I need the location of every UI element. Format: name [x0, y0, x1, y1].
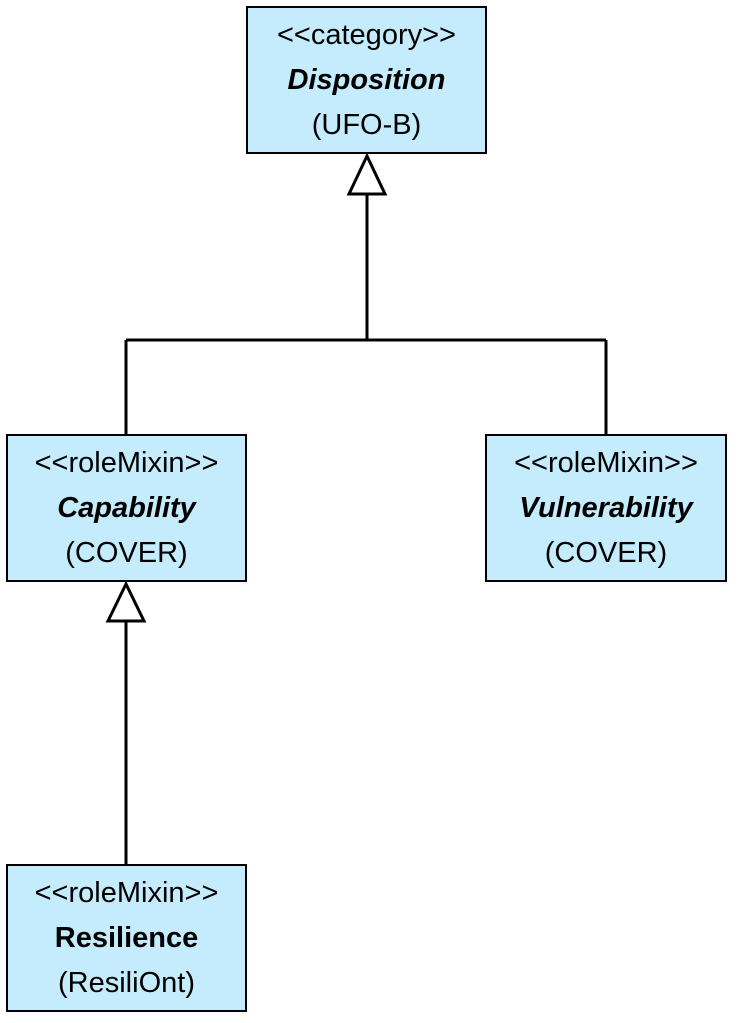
stereotype-label: <<category>>	[277, 18, 456, 51]
class-name: Disposition	[287, 63, 446, 96]
class-name: Capability	[57, 491, 196, 524]
class-box-disposition[interactable]: <<category>> Disposition (UFO-B)	[246, 6, 487, 154]
stereotype-label: <<roleMixin>>	[34, 876, 219, 909]
stereotype-label: <<roleMixin>>	[34, 446, 219, 479]
generalization-set-disposition	[124, 194, 608, 434]
source-label: (UFO-B)	[311, 108, 422, 141]
source-label: (COVER)	[544, 536, 668, 569]
class-name: Vulnerability	[519, 491, 693, 524]
class-box-resilience[interactable]: <<roleMixin>> Resilience (ResiliOnt)	[6, 864, 247, 1012]
stereotype-label: <<roleMixin>>	[514, 446, 698, 479]
source-label: (COVER)	[65, 536, 188, 569]
generalization-arrowhead-capability	[105, 580, 147, 623]
class-name: Resilience	[54, 921, 199, 954]
class-box-vulnerability[interactable]: <<roleMixin>> Vulnerability (COVER)	[485, 434, 727, 582]
class-box-capability[interactable]: <<roleMixin>> Capability (COVER)	[6, 434, 247, 582]
generalization-arrowhead-disposition	[346, 152, 388, 196]
source-label: (ResiliOnt)	[58, 966, 195, 999]
